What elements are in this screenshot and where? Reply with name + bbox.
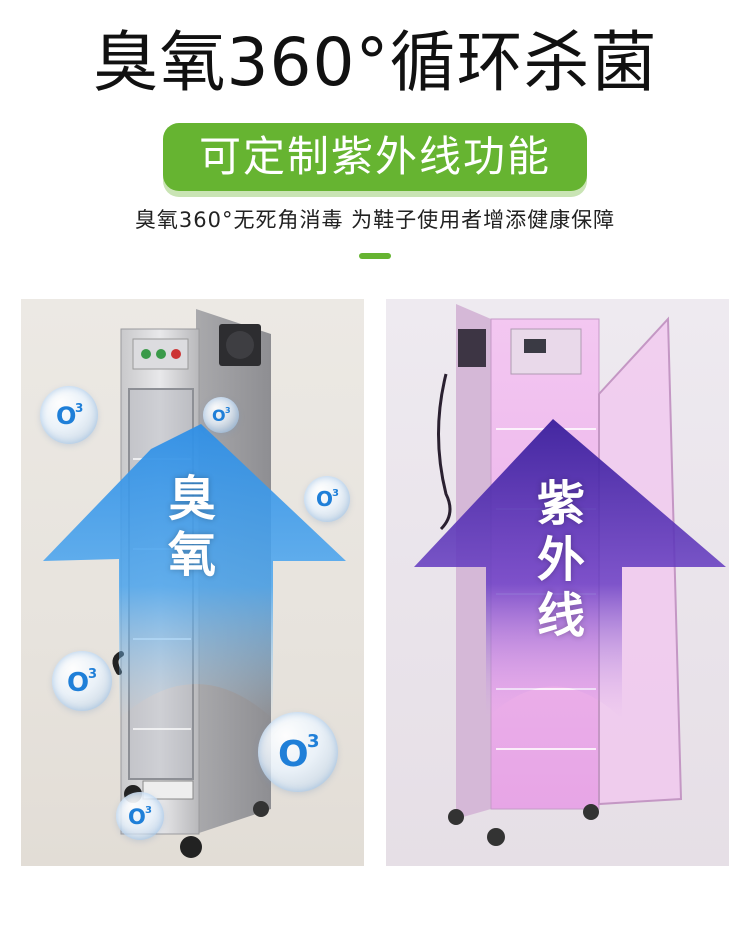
o3-icon: O3 [56,401,83,430]
uv-label: 紫 外 线 [531,476,591,644]
page-title: 臭氧360°循环杀菌 [92,24,658,101]
svg-text:3: 3 [332,488,339,499]
svg-text:O: O [212,406,226,425]
uv-feature-badge: 可定制紫外线功能 [163,123,587,191]
uv-label-char: 紫 [536,476,585,532]
uv-cabinet-illustration [414,304,726,846]
svg-text:O: O [56,402,76,430]
svg-text:3: 3 [88,667,97,682]
uv-label-char: 线 [536,588,585,644]
ozone-cabinet-illustration [43,309,346,858]
o3-icon: O3 [67,667,97,698]
svg-text:3: 3 [145,805,152,816]
uv-panel: 紫 外 线 [386,299,729,866]
svg-text:O: O [316,487,333,511]
ozone-label: 臭 氧 [162,471,222,583]
uv-arrow [414,419,726,719]
svg-text:3: 3 [75,401,83,415]
svg-text:3: 3 [225,406,231,415]
ozone-arrow [43,424,346,719]
uv-label-char: 外 [536,532,585,588]
ozone-label-char: 氧 [167,527,216,583]
o3-icon: O3 [278,731,320,775]
ozone-label-char: 臭 [167,471,216,527]
accent-divider [359,253,391,259]
o3-icon: O3 [316,487,339,511]
svg-text:3: 3 [307,731,320,752]
svg-text:O: O [67,668,89,698]
svg-text:O: O [278,734,309,775]
page-subtitle: 臭氧360°无死角消毒 为鞋子使用者增添健康保障 [134,208,616,232]
svg-text:O: O [128,805,146,829]
